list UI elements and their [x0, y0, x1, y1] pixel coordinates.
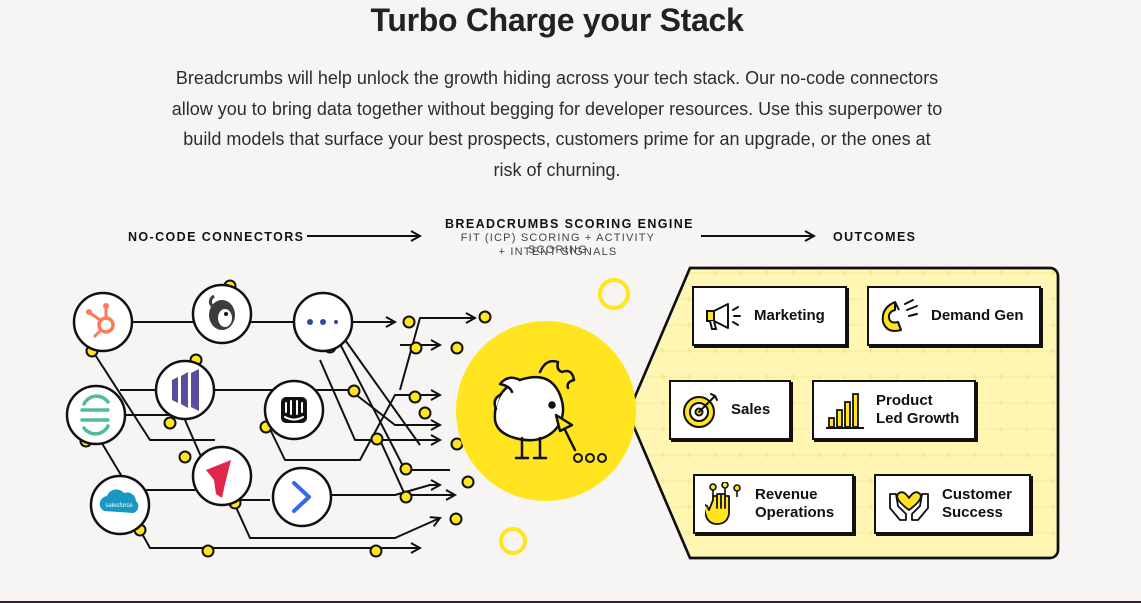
- outcome-sales-label: Sales: [731, 401, 771, 418]
- outcome-product-led-growth[interactable]: Product Led Growth: [812, 380, 976, 440]
- page-title: Turbo Charge your Stack: [370, 2, 744, 38]
- outcome-marketing[interactable]: Marketing: [692, 286, 847, 346]
- outcome-customer-label-1: Customer: [942, 486, 1013, 503]
- activecampaign-logo-icon: [271, 466, 333, 528]
- outcome-revenue-label-1: Revenue: [755, 486, 818, 503]
- hands-heart-icon: [889, 491, 929, 521]
- megaphone-icon: [706, 303, 741, 330]
- more-dots-icon: [292, 291, 354, 353]
- outcome-customer-success[interactable]: Customer Success: [874, 474, 1031, 534]
- outcome-product-led-label-2: Led Growth: [876, 410, 960, 427]
- outcome-product-led-label-1: Product: [876, 392, 933, 409]
- footer-divider: [0, 601, 1141, 603]
- segment-logo-icon: [65, 384, 127, 446]
- pipedrive-logo-icon: [191, 445, 253, 507]
- intercom-logo-icon: [263, 379, 325, 441]
- stage-label-engine: BREADCRUMBS SCORING ENGINE: [445, 217, 694, 231]
- page-description: Breadcrumbs will help unlock the growth …: [171, 68, 943, 180]
- svg-text:salesforce: salesforce: [105, 503, 133, 509]
- marketo-logo-icon: [154, 359, 216, 421]
- target-icon: [683, 393, 718, 428]
- magnet-icon: [881, 299, 918, 332]
- rooster-mascot-icon: [493, 359, 577, 460]
- outcome-customer-label-2: Success: [942, 504, 1003, 521]
- hand-network-icon: [705, 482, 741, 525]
- outcome-revenue-label-2: Operations: [755, 504, 835, 521]
- outcome-marketing-label: Marketing: [754, 307, 825, 324]
- salesforce-logo-icon: salesforce: [89, 474, 151, 536]
- stage-label-connectors: NO-CODE CONNECTORS: [128, 230, 305, 244]
- stage-sub-engine-1: FIT (ICP) SCORING + ACTIVITY SCORING: [460, 232, 656, 256]
- decor-ring: [598, 278, 630, 310]
- outcome-revenue-operations[interactable]: Revenue Operations: [693, 474, 854, 534]
- stage-sub-engine-2: + INTENT SIGNALS: [498, 246, 618, 258]
- stage-label-outcomes: OUTCOMES: [833, 230, 917, 244]
- engine-output-dots: [573, 453, 607, 463]
- outcome-demand-gen[interactable]: Demand Gen: [867, 286, 1041, 346]
- connector-dots: [79, 279, 492, 558]
- bar-chart-icon: [826, 393, 864, 429]
- hubspot-logo-icon: [72, 291, 134, 353]
- decor-ring: [499, 527, 527, 555]
- outcome-sales[interactable]: Sales: [669, 380, 791, 440]
- outcome-demand-gen-label: Demand Gen: [931, 307, 1024, 324]
- mailchimp-logo-icon: [191, 283, 253, 345]
